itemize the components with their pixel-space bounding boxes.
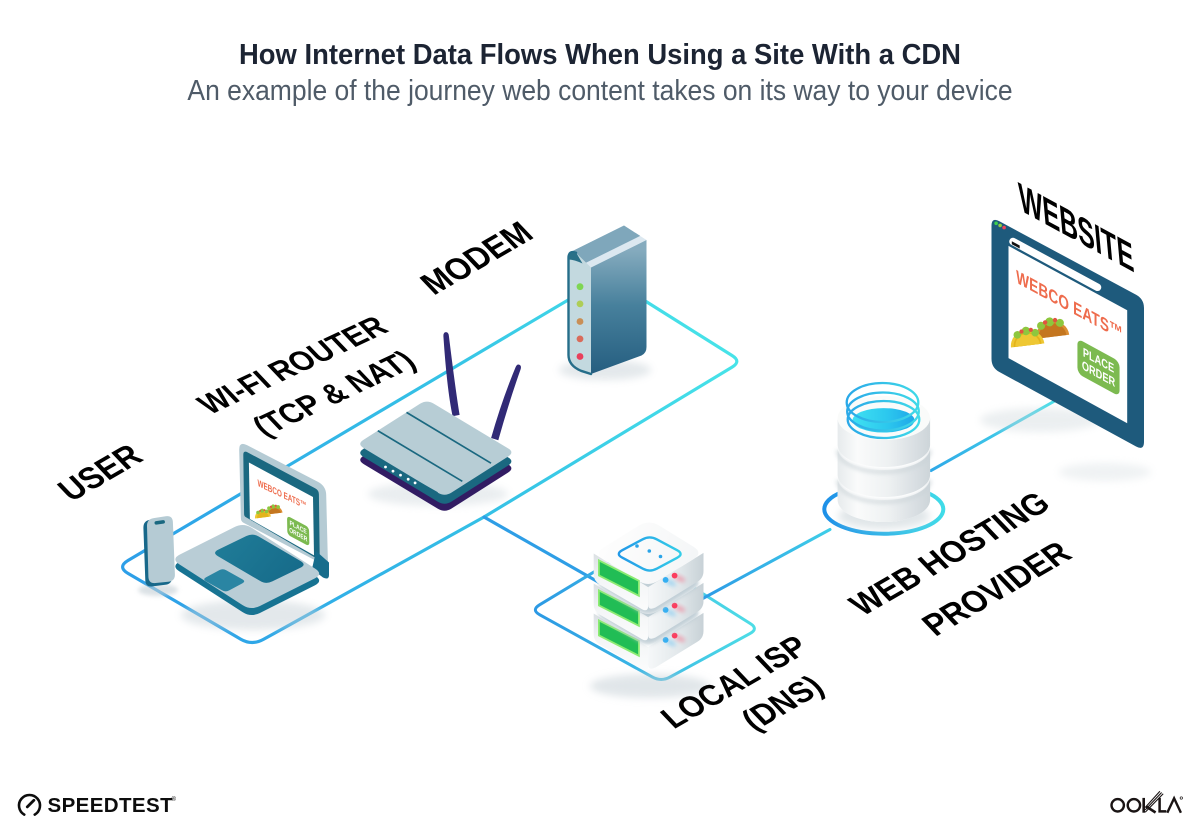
svg-text:SPEEDTEST: SPEEDTEST [48, 794, 174, 817]
svg-text:An example of the journey web: An example of the journey web content ta… [187, 74, 1012, 106]
svg-text:®: ® [172, 796, 177, 803]
svg-text:How Internet Data Flows When U: How Internet Data Flows When Using a Sit… [239, 37, 961, 70]
